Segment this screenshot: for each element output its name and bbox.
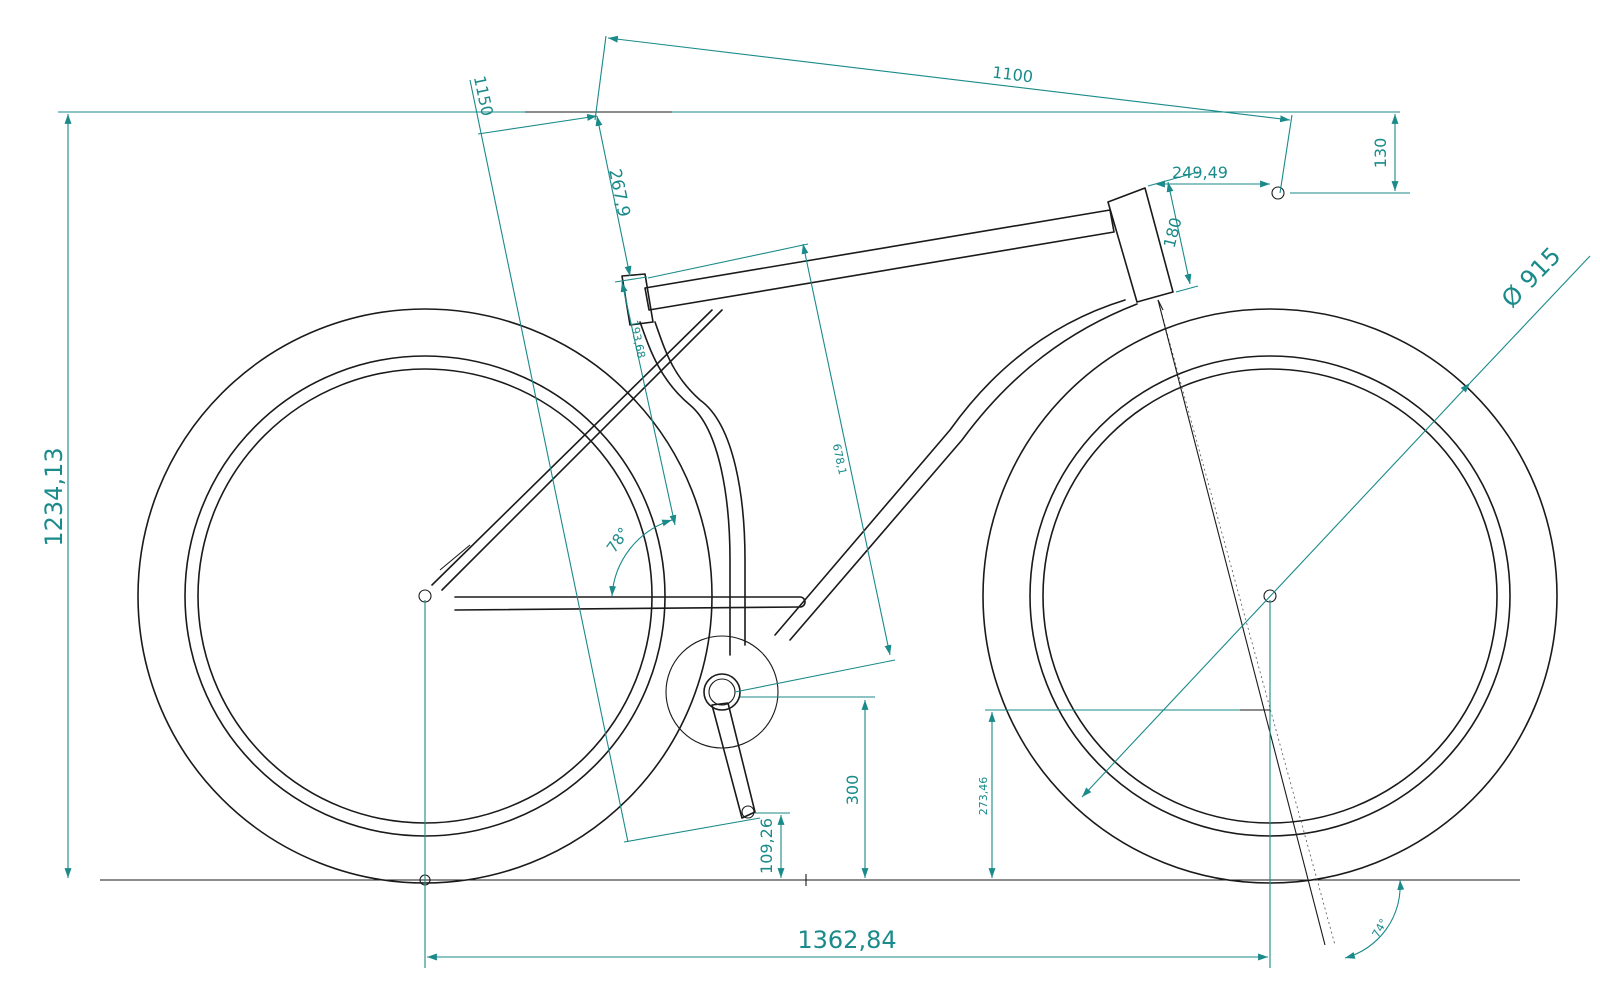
top-length-dim: [620, 281, 677, 526]
top-tube: [644, 209, 1115, 311]
wheel-diameter-dim: [1081, 382, 1471, 798]
chain-stay: [454, 596, 806, 611]
label-stem: 249,49: [1172, 163, 1228, 182]
stack-dim: [469, 79, 629, 843]
label-stack: 1150: [470, 74, 497, 118]
label-wheelbase: 1362,84: [797, 926, 896, 954]
label-head-angle: 74°: [1369, 917, 1390, 940]
label-seat-tube: 678,1: [830, 443, 849, 477]
label-wheel-diameter: Ø 915: [1496, 242, 1566, 313]
seat-angle-arc: [609, 519, 673, 597]
label-top-length: 193,68: [627, 319, 648, 359]
label-setback: 267,9: [604, 167, 634, 219]
label-overall-height: 1234,13: [40, 447, 68, 546]
chainring: [665, 635, 779, 749]
bicycle-frame: [431, 187, 1174, 656]
crank-arm: [711, 702, 756, 819]
seat-tube-dim: [801, 243, 892, 656]
head-tube: [1107, 187, 1174, 303]
bottom-bracket: [703, 673, 741, 711]
seat-stay-2: [441, 309, 723, 591]
seat-tube-curve-outer: [639, 321, 731, 656]
label-reach: 1100: [991, 63, 1034, 87]
dimension-labels: 1234,13 1362,84 1100 1150 267,9 130 249,…: [40, 63, 1566, 954]
handlebar-point: [1271, 186, 1285, 200]
seat-clamp: [621, 273, 654, 326]
head-tube-dim: [1166, 181, 1192, 285]
setback-dim: [595, 115, 632, 277]
label-handlebar-drop: 130: [1371, 138, 1390, 169]
pedal-axle: [741, 805, 755, 819]
head-angle-arc: [1344, 879, 1405, 959]
label-pedal-height: 109,26: [757, 818, 776, 874]
down-tube-lower: [789, 303, 1138, 641]
label-bb-height: 300: [843, 775, 862, 806]
steering-axis: [1157, 299, 1336, 946]
down-tube-upper: [774, 299, 1126, 636]
dimension-lines: [58, 35, 1591, 968]
seat-stay-end: [439, 544, 471, 571]
label-axle-offset: 273,46: [977, 777, 990, 816]
reach-dim: [607, 35, 1291, 123]
crankset: [665, 635, 779, 819]
